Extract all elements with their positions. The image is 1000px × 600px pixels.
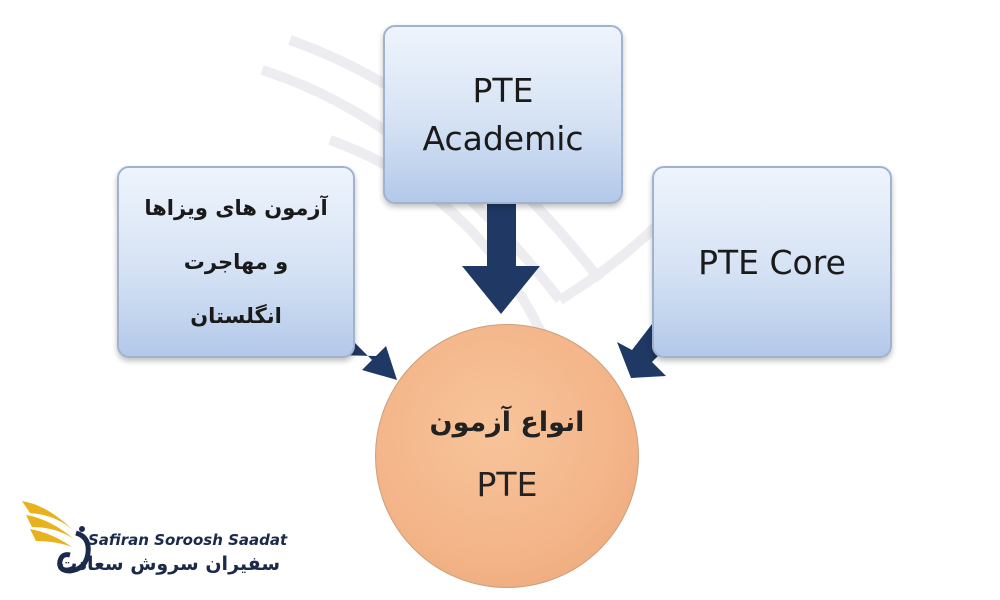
pte-types-title: انواع آزمون: [429, 407, 585, 438]
pte-core-box: PTE Core: [652, 166, 892, 358]
uk-visa-line2: و مهاجرت: [183, 250, 289, 274]
pte-academic-line1: PTE: [472, 70, 534, 110]
pte-academic-line2: Academic: [422, 118, 584, 158]
pte-core-label: PTE Core: [698, 242, 846, 282]
logo-wing-icon: [22, 501, 91, 574]
brand-name-en: Safiran Soroosh Saadat: [88, 531, 288, 549]
pte-types-circle: انواع آزمون PTE: [375, 324, 639, 588]
pte-academic-box: PTE Academic: [383, 25, 623, 204]
pte-types-subtitle: PTE: [476, 465, 538, 504]
arrow-academic-to-center: [462, 201, 540, 314]
uk-visa-line3: انگلستان: [190, 304, 282, 328]
brand-name-fa: سفیران سروش سعادت: [58, 553, 280, 575]
uk-visa-tests-box: آزمون های ویزاها و مهاجرت انگلستان: [117, 166, 355, 358]
brand-logo: Safiran Soroosh Saadat سفیران سروش سعادت: [18, 493, 293, 583]
uk-visa-line1: آزمون های ویزاها: [144, 196, 328, 220]
